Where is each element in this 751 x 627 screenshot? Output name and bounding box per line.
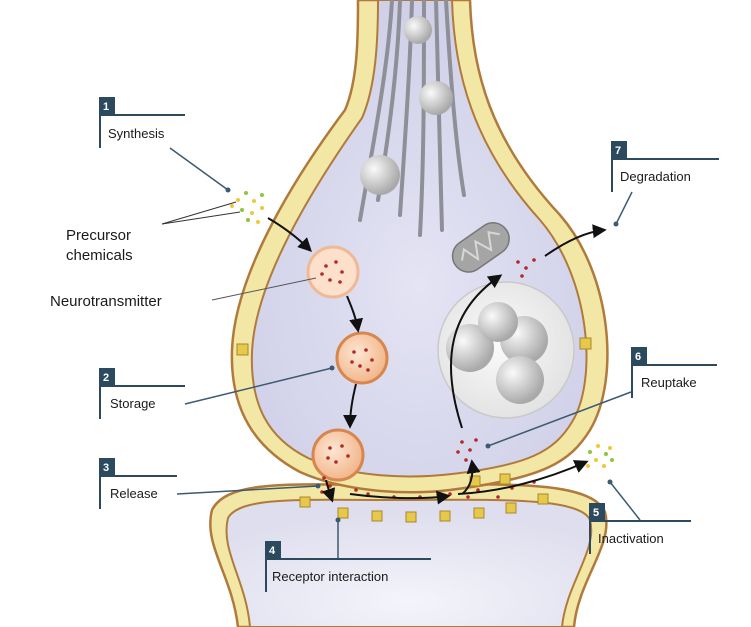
step-label-inactivation: 5 Inactivation [589,479,691,554]
step-number: 6 [635,351,641,363]
step-title: Degradation [620,169,691,184]
step-title: Reuptake [641,375,697,390]
step-title: Receptor interaction [272,569,388,584]
vesicle-synthesized [306,245,360,299]
precursor-label-line2: chemicals [66,247,133,264]
step-number: 1 [103,101,109,113]
precursor-dots [230,191,264,224]
vesicle-release [311,428,365,482]
process-arrows [267,217,607,505]
membrane-channel [579,337,592,350]
postsynaptic-neuron [209,483,608,627]
vesicle-storage [335,331,389,385]
neurotransmitter-label: Neurotransmitter [50,293,162,310]
membrane-channel [236,343,249,356]
receptors [299,473,549,523]
step-title: Inactivation [598,531,664,546]
step-number: 5 [593,507,599,519]
vesicle-organelle [360,155,400,195]
precursor-label-line1: Precursor [66,227,131,244]
step-label-receptor-interaction: 4 Receptor interaction [265,517,431,592]
step-label-storage: 2 Storage [99,365,335,419]
mitochondrion [451,222,510,273]
neurotransmitter-leader [211,277,317,301]
step-title: Synthesis [108,126,165,141]
step-label-degradation: 7 Degradation [611,141,719,227]
inactivation-dots [586,444,614,468]
step-number: 7 [615,145,621,157]
step-number: 3 [103,462,109,474]
vesicle-organelle [404,16,432,44]
vesicle-organelle [419,81,453,115]
step-title: Release [110,486,158,501]
lysosome [437,281,575,419]
step-label-release: 3 Release [99,458,321,509]
step-label-reuptake: 6 Reuptake [485,347,717,449]
presynaptic-terminal [230,0,609,494]
precursor-leaders [161,201,241,225]
step-title: Storage [110,396,156,411]
step-label-synthesis: 1 Synthesis [99,97,231,193]
step-number: 2 [103,372,109,384]
step-number: 4 [269,545,276,557]
